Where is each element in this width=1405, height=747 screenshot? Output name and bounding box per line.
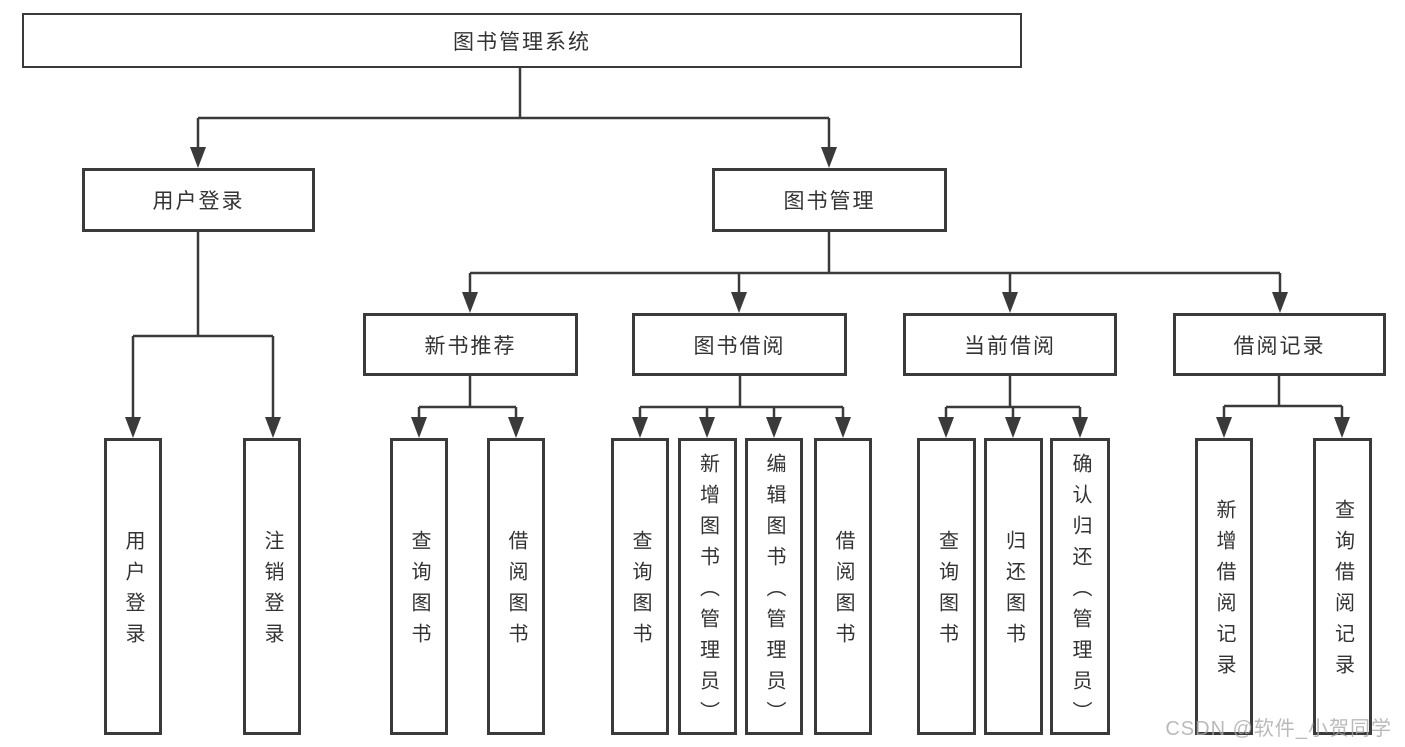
node-label: 借阅记录 [1233, 334, 1326, 358]
node-label: 用户登录 [152, 190, 245, 213]
leaf-query-books-2: 查询图书 [611, 438, 669, 735]
connector-root-to-level2 [196, 68, 831, 152]
node-label: 图书管理系统 [453, 30, 591, 54]
leaf-edit-books-admin: 编辑图书（管理员） [745, 438, 803, 735]
node-new-book-recommend: 新书推荐 [363, 313, 578, 376]
arrow-icon [265, 417, 281, 438]
arrow-icon [1216, 417, 1232, 438]
node-label: 注销登录 [261, 530, 283, 654]
node-label: 图书借阅 [693, 334, 786, 358]
leaf-return-books: 归还图书 [984, 438, 1043, 735]
node-book-borrowing: 图书借阅 [632, 313, 847, 376]
node-label: 借阅图书 [505, 530, 527, 654]
node-current-borrowing: 当前借阅 [903, 313, 1117, 376]
node-label: 新增图书（管理员） [696, 452, 719, 732]
leaf-borrow-books-2: 借阅图书 [814, 438, 872, 735]
connector-bookborrow-to-leaves [638, 376, 845, 424]
arrow-icon [632, 417, 648, 438]
arrow-icon [1334, 417, 1350, 438]
arrowheads [125, 147, 1350, 438]
arrow-icon [1072, 417, 1088, 438]
csdn-watermark: CSDN @软件_小贺同学 [1165, 718, 1392, 740]
leaf-confirm-return-admin: 确认归还（管理员） [1050, 438, 1110, 735]
leaf-query-books-3: 查询图书 [917, 438, 976, 735]
node-label: 当前借阅 [964, 334, 1056, 358]
node-label: 查询图书 [629, 530, 651, 654]
arrow-icon [835, 417, 851, 438]
leaf-add-books-admin: 新增图书（管理员） [678, 438, 737, 735]
node-library-system: 图书管理系统 [22, 13, 1022, 68]
arrow-icon [125, 417, 141, 438]
arrow-icon [1002, 292, 1018, 313]
arrow-icon [190, 147, 206, 168]
arrow-icon [699, 417, 715, 438]
arrow-icon [1272, 292, 1288, 313]
arrow-icon [462, 292, 478, 313]
connector-newbooks-to-leaves [417, 376, 518, 424]
arrow-icon [766, 417, 782, 438]
node-label: 确认归还（管理员） [1069, 452, 1091, 732]
leaf-user-login: 用户登录 [104, 438, 162, 735]
node-label: 用户登录 [122, 530, 144, 654]
node-borrow-records: 借阅记录 [1173, 313, 1386, 376]
connector-userlogin-to-leaves [131, 232, 275, 424]
leaf-logout: 注销登录 [243, 438, 301, 735]
node-label: 归还图书 [1002, 530, 1025, 654]
node-label: 查询图书 [935, 530, 958, 654]
leaf-borrow-books-1: 借阅图书 [487, 438, 545, 735]
node-book-management: 图书管理 [712, 168, 947, 232]
connector-records-to-leaves [1222, 376, 1344, 424]
arrow-icon [731, 292, 747, 313]
arrow-icon [1005, 417, 1021, 438]
node-user-login: 用户登录 [82, 168, 315, 232]
leaf-query-borrow-record: 查询借阅记录 [1313, 438, 1372, 735]
arrow-icon [938, 417, 954, 438]
leaf-query-books-1: 查询图书 [390, 438, 448, 735]
node-label: 新增借阅记录 [1213, 499, 1235, 685]
node-label: 查询借阅记录 [1331, 499, 1354, 685]
connector-bookmgmt-to-level3 [468, 232, 1282, 299]
arrow-icon [821, 147, 837, 168]
node-label: 图书管理 [783, 190, 876, 213]
leaf-add-borrow-record: 新增借阅记录 [1195, 438, 1253, 735]
node-label: 借阅图书 [832, 530, 854, 654]
connector-currentborrow-to-leaves [944, 376, 1082, 424]
arrow-icon [411, 417, 427, 438]
arrow-icon [508, 417, 524, 438]
node-label: 编辑图书（管理员） [763, 452, 785, 732]
node-label: 查询图书 [408, 530, 430, 654]
node-label: 新书推荐 [424, 334, 517, 358]
